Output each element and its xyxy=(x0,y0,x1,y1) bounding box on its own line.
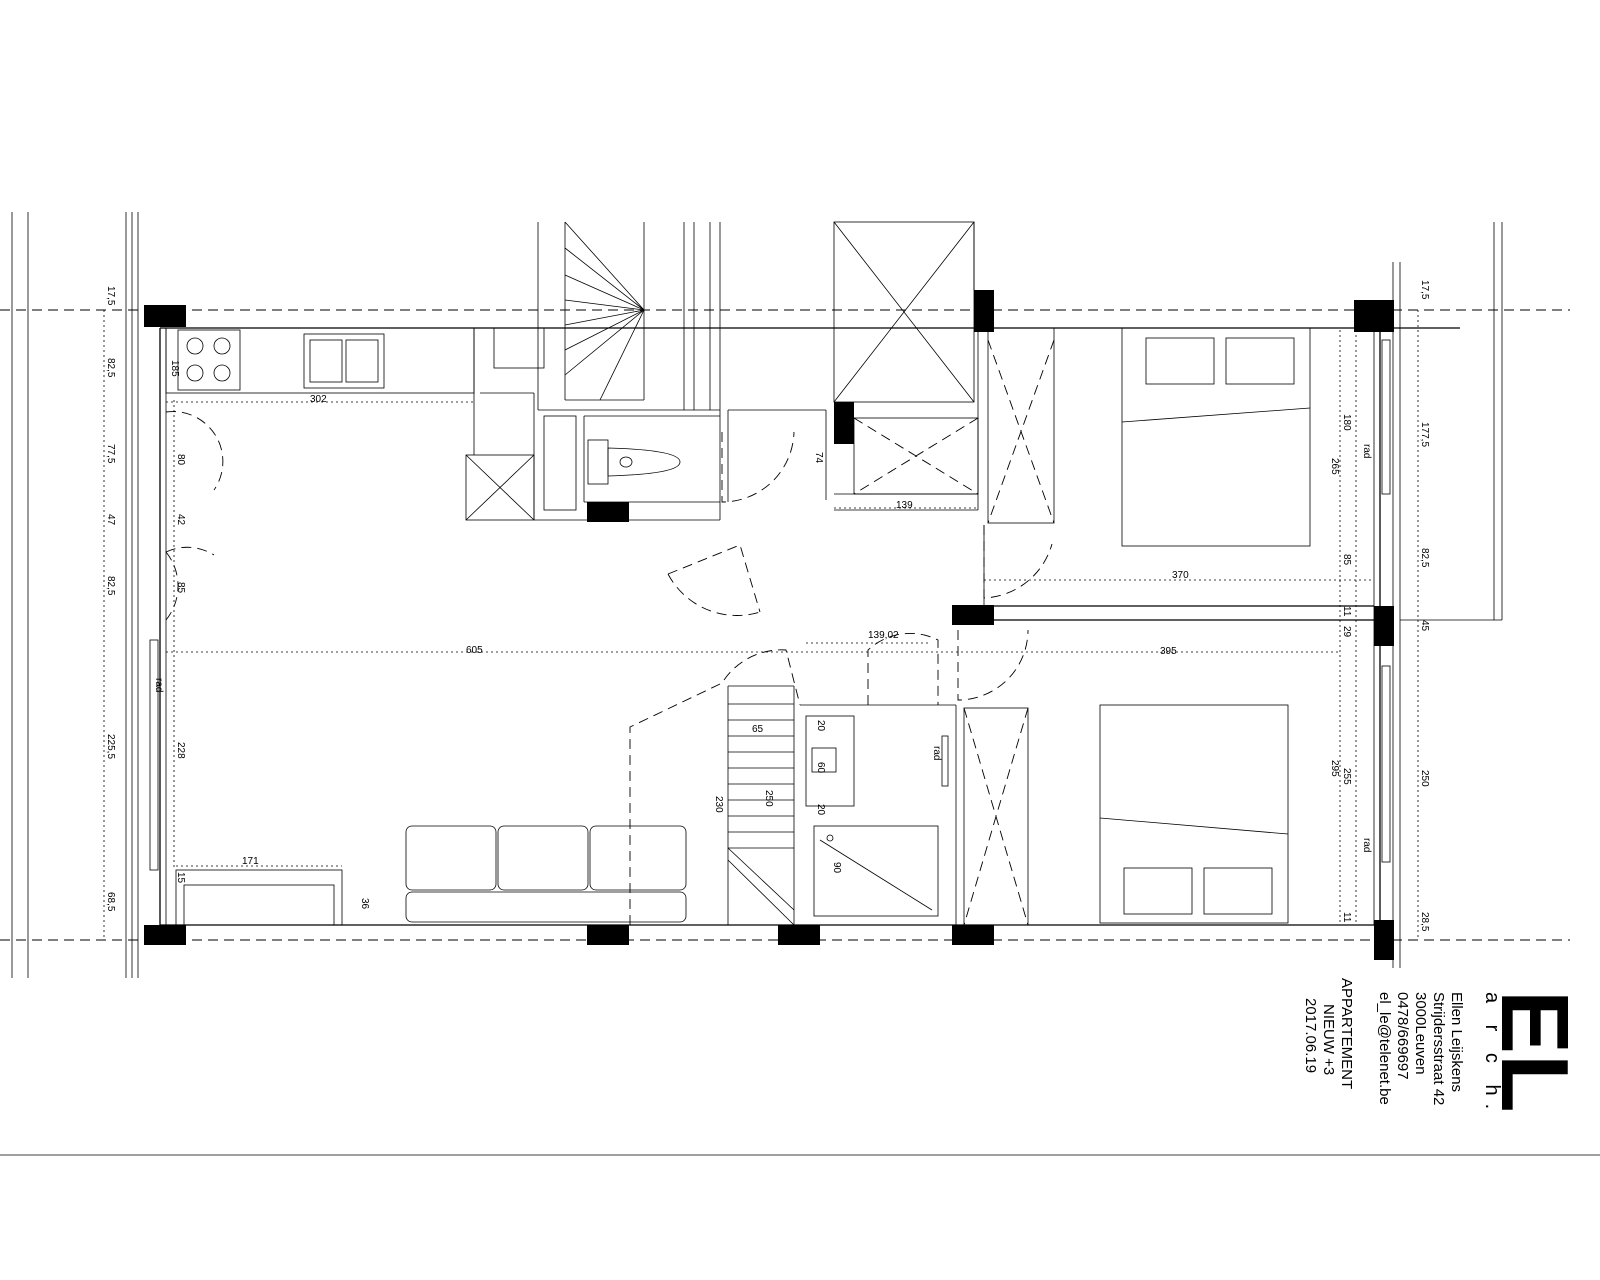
sofa-icon xyxy=(405,825,687,923)
dim-bed1-lower: 85 xyxy=(1341,554,1352,566)
dim-bath-60: 60 xyxy=(815,762,826,774)
dim-bath-20a: 20 xyxy=(815,720,826,732)
sink-icon xyxy=(303,333,385,389)
bedroom-1-door-swing xyxy=(983,525,1053,599)
party-wall-right xyxy=(1392,222,1503,968)
wc-room xyxy=(543,410,795,520)
dim-bath-20b: 20 xyxy=(815,804,826,816)
shower-tray-icon xyxy=(813,825,939,917)
dim-shower-90: 90 xyxy=(831,862,842,874)
exterior-walls xyxy=(159,327,1460,926)
bed-bedroom-2 xyxy=(1099,704,1289,924)
dim-kitchen-depth: 185 xyxy=(169,360,180,377)
fridge-icon xyxy=(493,327,545,369)
stair-enclosure xyxy=(629,683,721,925)
dim-bed2-inner: 255 xyxy=(1341,768,1352,785)
dim-right-2: 177,5 xyxy=(1419,422,1430,447)
dim-right-5: 250 xyxy=(1419,770,1430,787)
party-wall-left xyxy=(11,212,139,978)
architect-name: Ellen Leijskens xyxy=(1448,992,1465,1092)
dim-inner-85: 85 xyxy=(175,582,186,594)
radiator-label-bed2: rad xyxy=(1361,838,1372,852)
bedroom-2-door-swing xyxy=(957,629,1029,701)
window-swing-2 xyxy=(165,546,215,556)
dim-living-width: 605 xyxy=(466,645,483,656)
architect-street: Strijdersstraat 42 xyxy=(1430,992,1447,1105)
dim-wall-29: 29 xyxy=(1341,626,1352,638)
dim-inner-42: 42 xyxy=(175,514,186,526)
dim-hall-width: 139,02 xyxy=(868,630,899,641)
wardrobe-bedroom-1 xyxy=(983,327,1055,605)
staircase-lower xyxy=(727,685,795,926)
dim-left-5: 82,5 xyxy=(105,576,116,596)
tv-cabinet xyxy=(175,869,343,926)
dim-left-2: 82,5 xyxy=(105,358,116,378)
project-level: NIEUW +3 xyxy=(1320,1004,1337,1075)
dim-left-6: 225,5 xyxy=(105,734,116,759)
project-date: 2017.06.19 xyxy=(1302,998,1319,1073)
dim-stair-width: 65 xyxy=(752,724,764,735)
dim-left-3: 77,5 xyxy=(105,444,116,464)
toilet-bowl-icon xyxy=(607,447,681,477)
wardrobe-bedroom-2 xyxy=(957,629,1029,926)
dim-right-1: 17,5 xyxy=(1419,280,1430,300)
dim-stair-250: 250 xyxy=(763,790,774,807)
bathroom xyxy=(800,633,957,925)
logo-subtitle: a r c h. xyxy=(1481,992,1503,1117)
elevator-shaft xyxy=(727,221,975,502)
architect-email: el_le@telenet.be xyxy=(1376,992,1393,1105)
dim-inner-80: 80 xyxy=(175,454,186,466)
living-room xyxy=(149,411,801,926)
dim-stair-230: 230 xyxy=(713,796,724,813)
project-title: APPARTEMENT xyxy=(1338,978,1355,1089)
dim-kitchen-width: 302 xyxy=(310,394,327,405)
dim-bedroom2-width: 395 xyxy=(1160,646,1177,657)
dim-right-4: 45 xyxy=(1419,620,1430,632)
dim-bedroom1-width: 370 xyxy=(1172,570,1189,581)
left-window xyxy=(149,639,159,871)
dim-bedroom2-depth: 295 xyxy=(1329,760,1340,777)
dim-left-7: 68,5 xyxy=(105,892,116,912)
architect-phone: 0478/669697 xyxy=(1394,992,1411,1080)
dim-bed1-inner: 180 xyxy=(1341,414,1352,431)
dim-left-4: 47 xyxy=(105,514,116,526)
architect-city: 3000Leuven xyxy=(1412,992,1429,1075)
dim-left-1: 17,5 xyxy=(105,286,116,306)
logo-mark: EL xyxy=(1481,990,1588,1113)
kitchen xyxy=(165,327,720,521)
bathroom-door-swing xyxy=(867,633,939,705)
dim-wall-11a: 11 xyxy=(1341,606,1352,617)
dim-right-3: 82,5 xyxy=(1419,548,1430,568)
window-swing-1 xyxy=(165,411,224,491)
bathroom-radiator xyxy=(941,735,949,787)
dim-inner-228: 228 xyxy=(175,742,186,759)
staircase-upper xyxy=(537,221,721,411)
right-windows xyxy=(1381,339,1391,863)
wall-between-bedrooms xyxy=(994,605,1374,621)
hall-door-swing xyxy=(667,544,761,613)
cooktop-icon xyxy=(177,329,241,391)
dim-sofa-wall: 171 xyxy=(242,856,259,867)
radiator-label-bed1: rad xyxy=(1361,444,1372,458)
dim-wall-11b: 11 xyxy=(1341,912,1352,923)
storage-upper xyxy=(834,328,979,511)
grid-lines xyxy=(0,309,1570,941)
dim-right-6: 28,5 xyxy=(1419,912,1430,932)
wc-door-swing xyxy=(721,431,795,503)
dim-bedroom1-depth: 265 xyxy=(1329,458,1340,475)
dim-wc-door: 74 xyxy=(813,452,824,464)
dim-inner-15: 15 xyxy=(175,872,186,884)
radiator-label-bath: rad xyxy=(931,746,942,760)
radiator-label-left: rad xyxy=(153,678,164,692)
dim-inner-36: 36 xyxy=(359,898,370,910)
structural-columns xyxy=(144,290,1394,960)
bed-bedroom-1 xyxy=(1121,327,1311,547)
shaft-box xyxy=(465,454,535,521)
title-block: EL a r c h. Ellen Leijskens Strijdersstr… xyxy=(1302,978,1588,1117)
washbasin-icon xyxy=(805,715,855,807)
toilet-cistern-icon xyxy=(587,439,609,485)
dimension-lines xyxy=(103,310,1419,940)
dim-bath-width: 139 xyxy=(896,500,913,511)
